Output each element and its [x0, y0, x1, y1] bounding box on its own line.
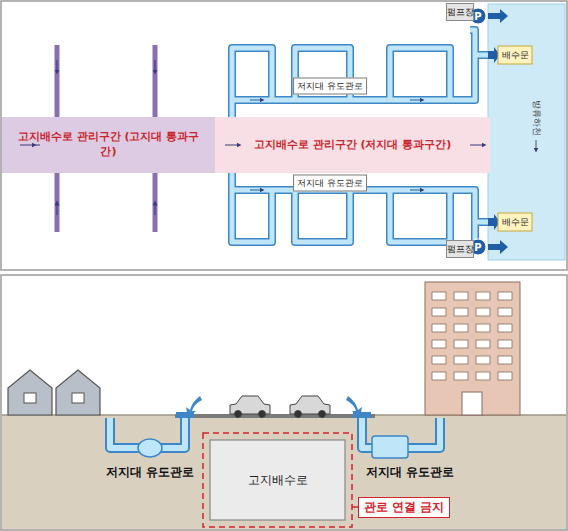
node-text: 관로 연결 금지	[364, 499, 444, 516]
window	[454, 372, 468, 380]
window	[476, 372, 490, 380]
window	[454, 324, 468, 332]
drainage-band: 고지배수로 관리구간 (고지대 통과구간)	[2, 117, 215, 173]
pipe-label: 저지대 유도관로	[366, 464, 454, 481]
node-text: 고지배수로	[248, 472, 308, 489]
window	[454, 308, 468, 316]
gate-label: 배수문	[502, 49, 529, 62]
window	[432, 372, 446, 380]
window	[498, 292, 512, 300]
window	[454, 292, 468, 300]
warning-box: 관로 연결 금지	[358, 497, 450, 518]
window	[498, 324, 512, 332]
high-drainage-box: 고지배수로	[210, 440, 345, 520]
node-text: 펌프장	[447, 6, 474, 19]
pipe-label: 저지대 유도관로	[293, 78, 367, 95]
window	[498, 372, 512, 380]
pump-station: 펌프장	[446, 3, 474, 21]
window	[454, 340, 468, 348]
window	[498, 340, 512, 348]
node-text: 고지배수로 관리구간 (저지대 통과구간)	[254, 138, 452, 153]
pump-symbol: P	[474, 242, 481, 253]
pump-symbol: P	[474, 11, 481, 22]
window	[476, 292, 490, 300]
window	[498, 356, 512, 364]
window	[454, 356, 468, 364]
pipe-label: 저지대 유도관로	[106, 464, 194, 481]
window	[432, 292, 446, 300]
window	[432, 356, 446, 364]
pipe-label: 저지대 유도관로	[293, 175, 367, 192]
window	[476, 340, 490, 348]
window	[476, 356, 490, 364]
window	[432, 340, 446, 348]
gate-label: 배수문	[502, 216, 529, 229]
node-text: 펌프장	[447, 243, 474, 256]
river-label: 방류하천	[530, 100, 543, 136]
window	[476, 308, 490, 316]
window	[432, 308, 446, 316]
node-text: 고지배수로 관리구간 (고지대 통과구간)	[16, 130, 201, 160]
window	[498, 308, 512, 316]
window	[432, 324, 446, 332]
window	[476, 324, 490, 332]
pump-station: 펌프장	[446, 240, 474, 258]
drainage-band: 고지배수로 관리구간 (저지대 통과구간)	[215, 117, 490, 173]
